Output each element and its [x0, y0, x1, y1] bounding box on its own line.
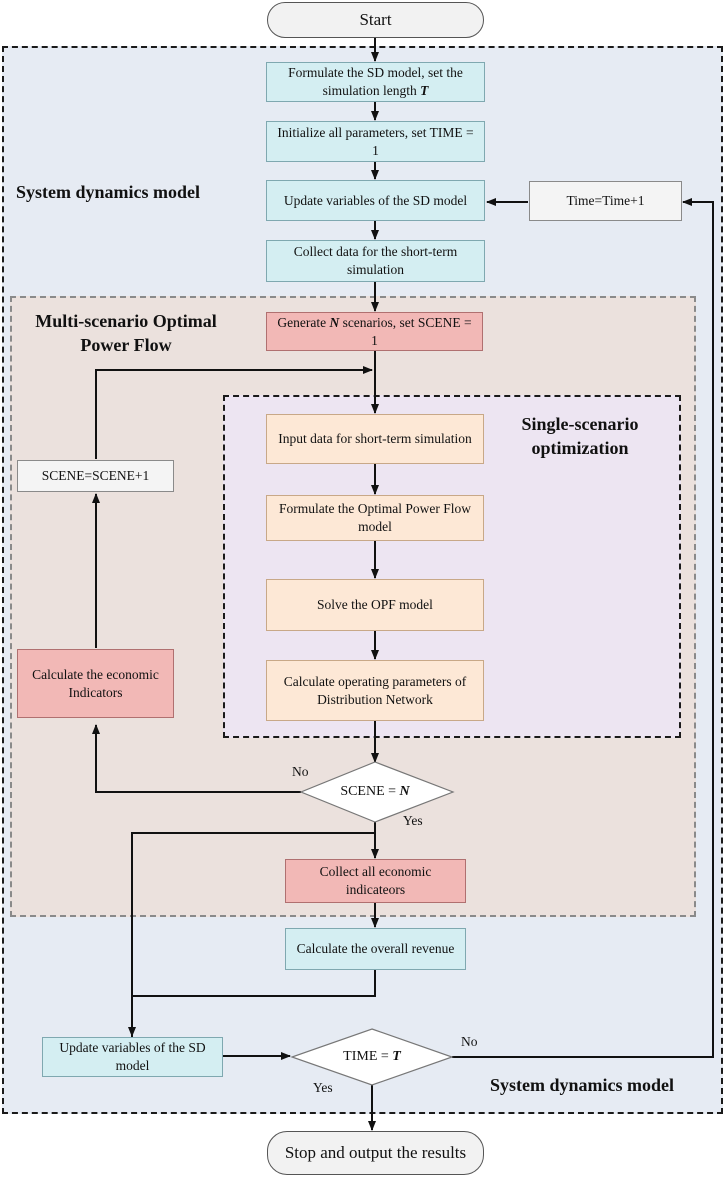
- formulate-opf-box: Formulate the Optimal Power Flow model: [266, 495, 484, 541]
- arrow-scene-inc-loop: [95, 366, 373, 459]
- sd-region-title-bottom: System dynamics model: [490, 1075, 674, 1095]
- ms-region-title: Multi-scenario Optimal Power Flow: [35, 311, 217, 355]
- generate-scenarios-box: Generate N scenarios, set SCENE = 1: [266, 312, 483, 351]
- scene-no-label: No: [292, 764, 309, 779]
- arrow-time-no-loop: [452, 198, 714, 1058]
- arrow-scene-yes-bypass: [128, 822, 376, 1037]
- scene-increment-box: SCENE=SCENE+1: [17, 460, 174, 492]
- initialize-box: Initialize all parameters, set TIME = 1: [266, 121, 485, 162]
- time-yes-label: Yes: [313, 1080, 333, 1095]
- input-data-box: Input data for short-term simulation: [266, 414, 484, 464]
- calc-operating-box: Calculate operating parameters of Distri…: [266, 660, 484, 721]
- decision-time-diamond: [290, 1028, 454, 1086]
- arrow-scene-no-econ: [92, 724, 301, 793]
- solve-opf-box: Solve the OPF model: [266, 579, 484, 631]
- time-increment-box: Time=Time+1: [529, 181, 682, 221]
- collect-short-term-box: Collect data for the short-term simulati…: [266, 240, 485, 282]
- ss-region-title: Single-scenario optimization: [521, 414, 639, 458]
- calc-economic-box: Calculate the economic Indicators: [17, 649, 174, 718]
- calc-revenue-box: Calculate the overall revenue: [285, 928, 466, 970]
- update-sd-box-2: Update variables of the SD model: [42, 1037, 223, 1077]
- sd-region-title-top: System dynamics model: [16, 182, 200, 202]
- update-sd-box: Update variables of the SD model: [266, 180, 485, 221]
- collect-economic-box: Collect all economic indicateors: [285, 859, 466, 903]
- time-no-label: No: [461, 1034, 478, 1049]
- scene-yes-label: Yes: [403, 813, 423, 828]
- formulate-sd-box: Formulate the SD model, set the simulati…: [266, 62, 485, 102]
- decision-scene-text: SCENE = N: [340, 784, 410, 799]
- start-terminal: Start: [267, 2, 484, 38]
- decision-scene-diamond: [299, 761, 455, 823]
- decision-time-text: TIME = T: [343, 1049, 401, 1064]
- stop-terminal: Stop and output the results: [267, 1131, 484, 1175]
- arrow-revenue-update2: [131, 970, 376, 1037]
